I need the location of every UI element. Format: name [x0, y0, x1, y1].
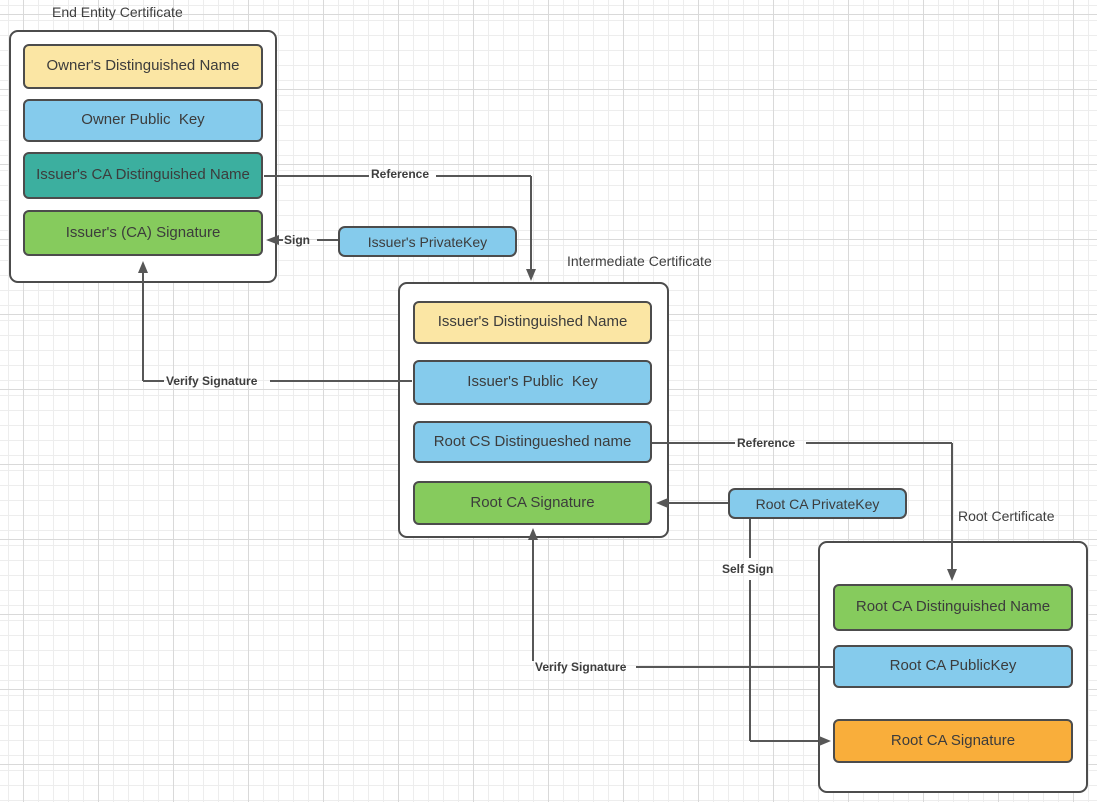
- edge-label-reference-1: Reference: [371, 167, 430, 181]
- edge-label-verify-signature-1: Verify Signature: [166, 374, 258, 388]
- edge-label-reference-2: Reference: [737, 436, 796, 450]
- edge-label-self-sign: Self Sign: [722, 562, 774, 576]
- root-ca-privatekey-box: Root CA PrivateKey: [728, 488, 907, 519]
- field-root-cs-distingueshed-name: Root CS Distingueshed name: [413, 421, 652, 463]
- issuers-privatekey-box: Issuer's PrivateKey: [338, 226, 517, 257]
- field-root-ca-signature-root: Root CA Signature: [833, 719, 1073, 763]
- field-owners-distinguished-name: Owner's Distinguished Name: [23, 44, 263, 89]
- field-issuers-distinguished-name: Issuer's Distinguished Name: [413, 301, 652, 344]
- field-issuers-ca-signature: Issuer's (CA) Signature: [23, 210, 263, 256]
- edge-label-verify-signature-2: Verify Signature: [535, 660, 627, 674]
- intermediate-certificate-title: Intermediate Certificate: [567, 253, 712, 269]
- end-entity-certificate-title: End Entity Certificate: [52, 4, 183, 20]
- field-issuers-ca-distinguished-name: Issuer's CA Distinguished Name: [23, 152, 263, 199]
- field-root-ca-distinguished-name: Root CA Distinguished Name: [833, 584, 1073, 631]
- field-owner-public-key: Owner Public Key: [23, 99, 263, 142]
- verify-signature-2-arrow: [528, 528, 833, 668]
- field-issuers-public-key: Issuer's Public Key: [413, 360, 652, 405]
- field-root-ca-publickey: Root CA PublicKey: [833, 645, 1073, 688]
- root-certificate-title: Root Certificate: [958, 508, 1055, 524]
- edge-label-sign: Sign: [284, 233, 310, 247]
- field-root-ca-signature-intermediate: Root CA Signature: [413, 481, 652, 525]
